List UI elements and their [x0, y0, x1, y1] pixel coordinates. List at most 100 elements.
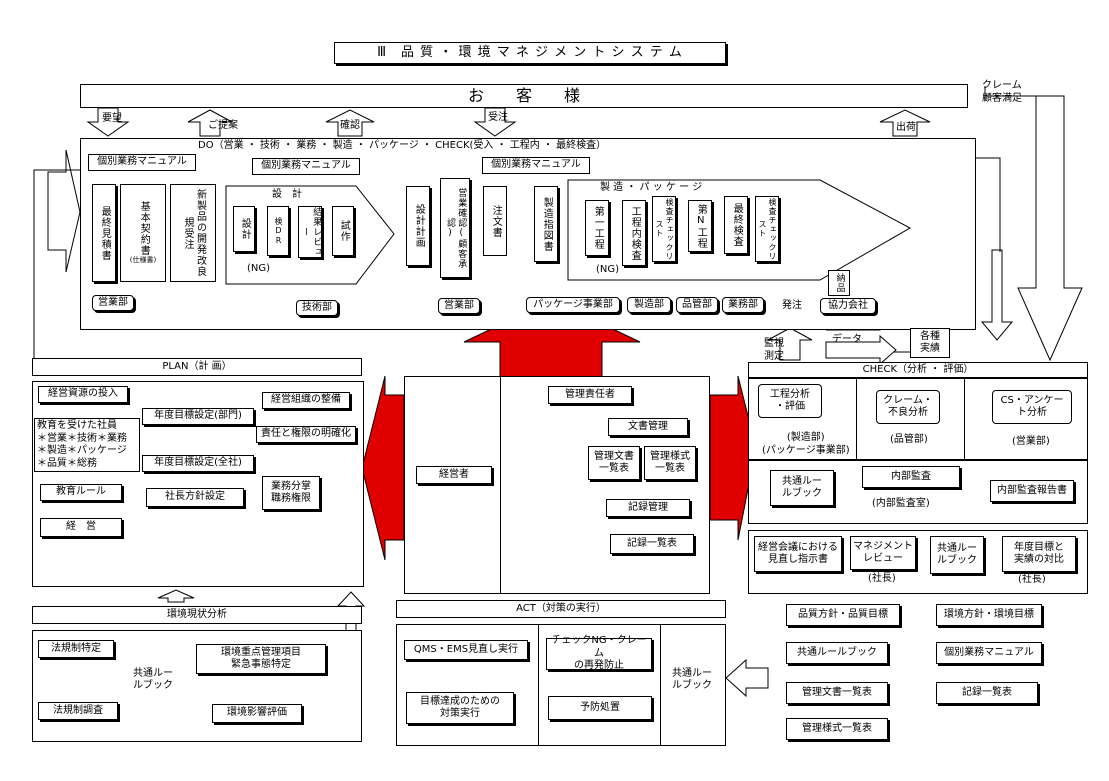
- arrow-left-to-act: [725, 658, 769, 698]
- customer-bar: お 客 様: [80, 84, 968, 108]
- doc-form-list: 管理様式一覧表: [786, 718, 888, 740]
- env-key-items: 環境重点管理項目 緊急事態特定: [196, 644, 326, 674]
- arrow-up-proposal: [187, 109, 233, 137]
- label-order: 受注: [488, 112, 508, 123]
- basic-contract: 基本契約書 (仕様書): [120, 184, 166, 282]
- manual-1: 個別業務マニュアル: [88, 154, 196, 171]
- arrow-down-request: [86, 107, 130, 137]
- arrow-up-shipping: [879, 109, 931, 137]
- doc-list: 管理文書 一覧表: [588, 446, 640, 480]
- act-recurrence: チェックNG・クレーム の再発防止: [546, 635, 652, 671]
- plan-president-policy: 社長方針設定: [146, 488, 244, 507]
- line-do-left: [33, 169, 80, 358]
- check-common-rule: 共通ルー ルブック: [770, 470, 834, 506]
- env-analysis-header: 環境現状分析: [32, 606, 362, 624]
- design-review: 結果レビュー: [298, 206, 322, 258]
- arrow-down-claim: [1017, 95, 1083, 362]
- arrow-down-do-to-check: [980, 249, 1014, 341]
- doc-env-policy: 環境方針・環境目標: [936, 604, 1042, 626]
- plan-resources: 経営資源の投入: [38, 386, 128, 403]
- plan-trained-staff: 教育を受けた社員 ＊営業＊技術＊業務 ＊製造＊パッケージ ＊品質＊総務: [34, 418, 140, 472]
- center-divider: [500, 376, 501, 594]
- doc-management: 文書管理: [608, 418, 688, 436]
- label-records: 各種 実績: [910, 328, 950, 358]
- check-common-rule-2: 共通ルー ルブック: [930, 536, 984, 574]
- act-goal-measures: 目標達成のための 対策実行: [406, 692, 514, 724]
- do-header: DO（営業 ・ 技術 ・ 業務 ・ 製造 ・ パッケージ ・ CHECK(受入 …: [198, 140, 607, 151]
- red-arrow-left: [361, 375, 405, 561]
- plan-org: 経営組織の整備: [262, 392, 350, 409]
- check-goal-compare: 年度目標と 実績の対比: [1002, 536, 1076, 572]
- check-process-analysis: 工程分析 ・評価: [758, 384, 822, 418]
- final-estimate: 最終見積書: [92, 184, 116, 282]
- plan-goal-dept: 年度目標設定(部門): [142, 408, 254, 425]
- check-mgmt-meeting: 経営会議における 見直し指示書: [754, 536, 842, 572]
- center-frame: [404, 376, 710, 594]
- dept-sales-2: 営業部: [438, 298, 480, 314]
- mfg-inprocess-inspection: 工程内検査: [622, 200, 646, 266]
- doc-rule-book: 共通ルールブック: [786, 642, 888, 664]
- check-header: CHECK（分析 ・ 評価）: [748, 362, 1088, 378]
- manual-3: 個別業務マニュアル: [482, 157, 590, 174]
- record-list: 記録一覧表: [610, 534, 694, 554]
- label-proposal: ご提案: [208, 120, 238, 131]
- check-cs-analysis: CS・アンケー ト分析: [992, 390, 1072, 424]
- design-sekkei: 設計: [233, 206, 255, 252]
- plan-responsibility: 責任と権限の明確化: [256, 426, 356, 443]
- arrow-up-monitor: [767, 327, 813, 361]
- check-audit-report: 内部監査報告書: [990, 480, 1074, 502]
- order-form: 注文書: [483, 186, 507, 256]
- line-do-right: [976, 157, 1001, 252]
- mfg-ng: (NG): [596, 264, 620, 275]
- label-data: データ: [832, 334, 862, 345]
- manual-2: 個別業務マニュアル: [252, 158, 360, 175]
- plan-goal-company: 年度目標設定(全社): [142, 455, 254, 472]
- check-claim-dept: (品管部): [890, 434, 928, 445]
- claim-label: クレーム 顧客満足: [982, 80, 1022, 104]
- check-process-dept: (製造部) (パッケージ事業部): [762, 432, 850, 456]
- dept-qc: 品管部: [676, 297, 718, 313]
- doc-doc-list: 管理文書一覧表: [786, 682, 888, 704]
- doc-manual: 個別業務マニュアル: [936, 642, 1042, 664]
- design-trial: 試作: [332, 206, 354, 256]
- env-law-spec: 法規制特定: [38, 640, 114, 658]
- act-header: ACT（対策の実行）: [396, 600, 726, 618]
- mfg-instruction: 製造指図書: [534, 186, 558, 262]
- red-arrow-right: [709, 375, 757, 541]
- dept-mfg: 製造部: [627, 297, 671, 313]
- check-president-2: (社長): [1018, 574, 1046, 585]
- env-impact: 環境影響評価: [212, 704, 302, 723]
- arrow-left-data: [825, 334, 897, 366]
- check-claim-analysis: クレーム・ 不良分析: [876, 390, 940, 424]
- doc-record-list: 記録一覧表: [936, 682, 1038, 704]
- check-cs-dept: (営業部): [1012, 436, 1050, 447]
- quality-rep: 管理責任者: [548, 386, 632, 404]
- line-claim: [984, 86, 1040, 97]
- business-confirm: 営業確認(顧客承認): [440, 178, 470, 278]
- order-arrow-label: 発注: [782, 300, 802, 311]
- delivery: 納品: [828, 270, 850, 296]
- check-mgmt-review: マネジメント レビュー: [850, 536, 916, 570]
- record-management: 記録管理: [606, 499, 690, 517]
- dept-partner: 協力会社: [820, 298, 876, 314]
- arrow-up-env-analysis: [157, 589, 195, 603]
- act-common-rule: 共通ルー ルブック: [664, 662, 720, 698]
- design-dr: 検DR: [267, 206, 289, 256]
- check-audit-dept: (内部監査室): [872, 498, 930, 509]
- doc-quality-policy: 品質方針・品質目標: [786, 604, 900, 626]
- mfg-checklist-1: 検査チェックリスト: [652, 196, 676, 262]
- mfg-final-inspection: 最終検査: [724, 196, 748, 254]
- design-ng: (NG): [247, 263, 271, 274]
- arrow-down-order: [473, 107, 517, 137]
- act-qms-ems: QMS・EMS見直し実行: [404, 640, 528, 660]
- act-prevention: 予防処置: [548, 696, 652, 720]
- dept-sales-1: 営業部: [92, 295, 134, 311]
- env-law-survey: 法規制調査: [38, 702, 118, 720]
- dept-tech: 技術部: [296, 300, 338, 316]
- dept-package: パッケージ事業部: [526, 297, 620, 313]
- design-title: 設 計: [272, 189, 302, 200]
- arrow-right-into-do: [47, 149, 81, 273]
- plan-management: 経 営: [40, 518, 122, 537]
- dept-ops: 業務部: [722, 297, 764, 313]
- page-title: Ⅲ 品 質 ・ 環 境 マ ネ ジ メ ン ト シ ス テ ム: [334, 42, 726, 64]
